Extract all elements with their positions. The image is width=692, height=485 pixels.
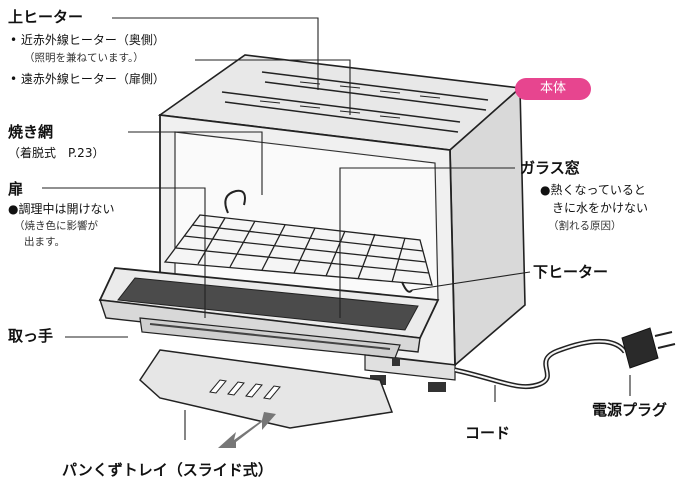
- label-door-sub3: 出ます。: [24, 237, 65, 249]
- label-grill-net: 焼き網: [8, 124, 53, 141]
- label-body-badge: 本体: [515, 78, 591, 100]
- power-cord: [455, 341, 625, 386]
- label-glass-sub3: （割れる原因）: [548, 221, 622, 233]
- label-glass-sub2: きに水をかけない: [552, 202, 648, 215]
- label-power-plug: 電源プラグ: [592, 402, 667, 419]
- label-grill-net-sub: （着脱式 P.23）: [8, 147, 104, 160]
- label-door: 扉: [8, 181, 23, 198]
- label-top-heater-sub1: • 近赤外線ヒーター（奥側）: [10, 34, 165, 47]
- label-cord: コード: [465, 425, 510, 442]
- label-bottom-heater: 下ヒーター: [533, 264, 608, 281]
- label-glass-sub1: ●熱くなっていると: [540, 184, 646, 197]
- label-glass-window: ガラス窓: [520, 160, 580, 177]
- foot-right: [428, 382, 446, 392]
- label-top-heater: 上ヒーター: [8, 9, 83, 26]
- label-door-sub2: （焼き色に影響が: [14, 221, 98, 233]
- label-top-heater-sub2: （照明を兼ねています。）: [24, 53, 144, 65]
- power-plug: [622, 328, 658, 368]
- label-door-sub1: ●調理中は開けない: [8, 203, 114, 216]
- label-handle: 取っ手: [8, 328, 53, 345]
- indicator-light: [392, 358, 400, 366]
- label-crumb-tray: パンくずトレイ（スライド式）: [62, 462, 273, 479]
- label-top-heater-sub3: • 遠赤外線ヒーター（扉側）: [10, 73, 165, 86]
